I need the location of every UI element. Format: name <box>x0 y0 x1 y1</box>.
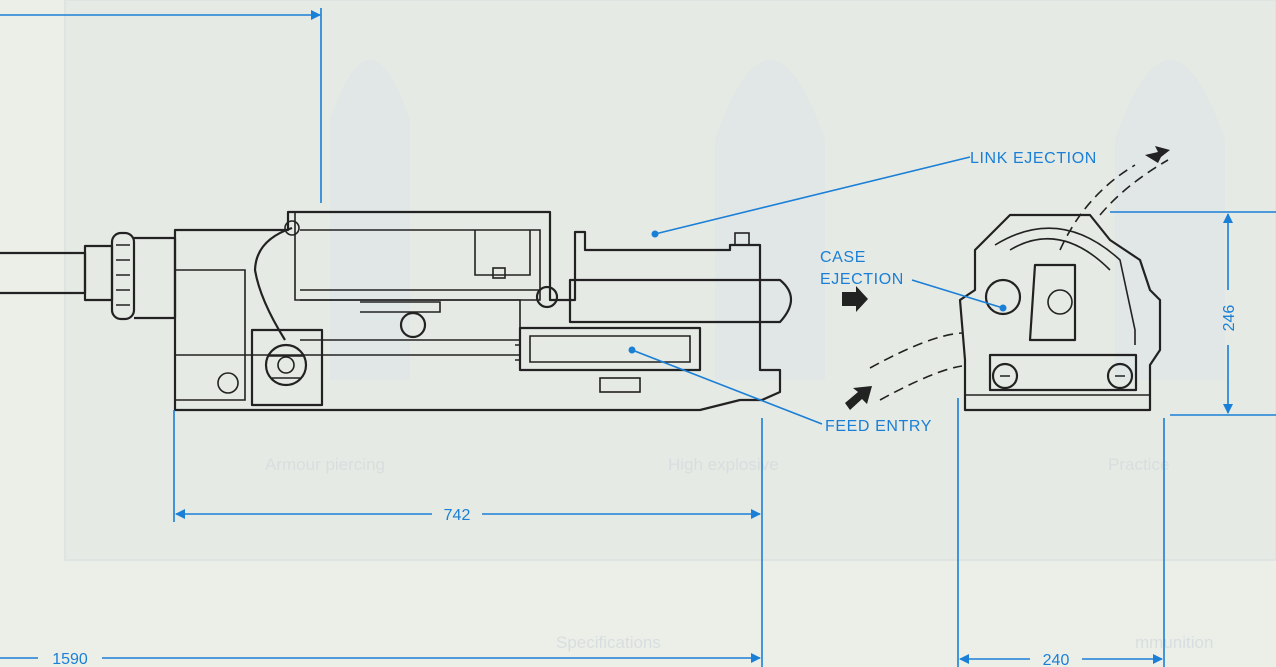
dimension-246: 246 <box>1221 305 1238 332</box>
motion-indicators <box>842 146 1170 410</box>
ghost-background: Armour piercing High explosive Practice … <box>64 0 1276 652</box>
ghost-label-ammunition: mmunition <box>1135 633 1213 652</box>
muzzle-ring <box>110 231 136 321</box>
gun-side-view <box>0 210 793 412</box>
pivot-pin <box>399 311 427 339</box>
case-ejection-label-line1: CASE <box>820 249 866 266</box>
mount-plate <box>988 353 1138 392</box>
gun-end-view <box>958 213 1162 412</box>
electrical-cable <box>253 226 293 341</box>
dimension-742: 742 <box>444 507 471 524</box>
dimension-1590: 1590 <box>52 651 88 667</box>
end-view-body <box>958 213 1162 412</box>
feed-tray <box>518 326 702 372</box>
feed-sprocket <box>264 343 308 387</box>
case-exit-arrow <box>842 286 868 312</box>
callout-leaders <box>628 156 1007 425</box>
case-ejection-leader <box>911 279 1004 309</box>
ghost-label-specifications: Specifications <box>556 633 661 652</box>
chamber-tube <box>568 278 793 324</box>
feed-entry-label: FEED ENTRY <box>825 418 932 435</box>
ghost-label-practice: Practice <box>1108 455 1169 474</box>
cover-latch <box>535 285 559 309</box>
case-ejection-label-line2: EJECTION <box>820 271 904 288</box>
top-cover <box>294 212 541 301</box>
feed-entry-leader <box>631 349 823 425</box>
feed-sprocket-housing <box>250 328 324 407</box>
ghost-label-armour: Armour piercing <box>265 455 385 474</box>
ghost-label-explosive: High explosive <box>668 455 779 474</box>
dimension-240: 240 <box>1043 652 1070 667</box>
feed-in-arrow <box>845 386 872 410</box>
link-ejection-label: LINK EJECTION <box>970 150 1097 167</box>
receiver-body <box>173 210 782 412</box>
case-ejection-port <box>984 278 1022 316</box>
link-ejection-leader <box>654 156 971 235</box>
dimension-lines <box>0 8 1276 667</box>
link-exit-arrow <box>1145 146 1170 163</box>
